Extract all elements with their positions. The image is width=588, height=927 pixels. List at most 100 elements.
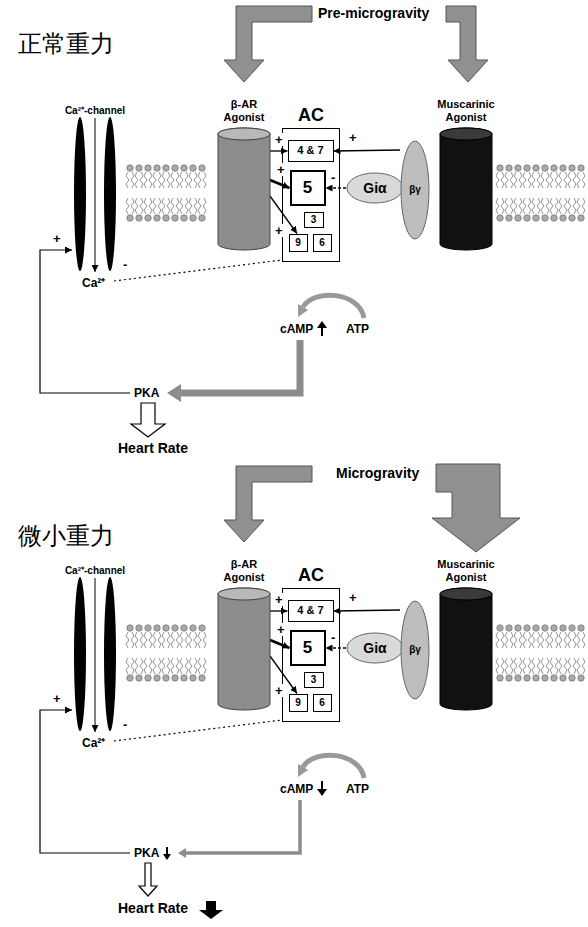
- isoform-box: 6: [313, 234, 332, 252]
- lipid-tail: [167, 658, 170, 674]
- lipid-tail: [135, 658, 138, 674]
- lipid-tail: [131, 198, 134, 214]
- lipid-tail: [198, 198, 201, 214]
- lipid-tail: [185, 172, 188, 188]
- outcome-label: Heart Rate: [118, 440, 188, 457]
- lipid-head: [497, 675, 503, 681]
- lipid-tail: [176, 658, 179, 674]
- lipid-tail: [550, 632, 553, 648]
- lipid-tail: [519, 658, 522, 674]
- stimulus-arrow: [224, 6, 312, 82]
- sign-label: +: [348, 591, 358, 604]
- lipid-tail: [189, 632, 192, 648]
- lipid-tail: [559, 172, 562, 188]
- lipid-head: [515, 215, 521, 221]
- channel-subunit: [104, 577, 116, 731]
- lipid-tail: [505, 658, 508, 674]
- receptor-body: [440, 588, 492, 710]
- lipid-head: [181, 675, 187, 681]
- lipid-tail: [198, 172, 201, 188]
- lipid-head: [524, 215, 530, 221]
- lipid-head: [515, 675, 521, 681]
- lipid-head: [497, 625, 503, 631]
- lipid-tail: [140, 198, 143, 214]
- node-label: β-AR Agonist: [218, 98, 270, 124]
- lipid-tail: [532, 658, 535, 674]
- channel-subunit: [104, 117, 116, 271]
- lipid-tail: [194, 658, 197, 674]
- lipid-head: [190, 675, 196, 681]
- lipid-tail: [194, 198, 197, 214]
- node-label: 5: [303, 639, 312, 656]
- stimulus-arrow: [224, 466, 312, 542]
- effect-arrow: [131, 403, 165, 437]
- lipid-tail: [514, 198, 517, 214]
- lipid-tail: [568, 658, 571, 674]
- lipid-head: [551, 165, 557, 171]
- node-label: 6: [319, 698, 325, 708]
- lipid-head: [506, 215, 512, 221]
- lipid-tail: [167, 198, 170, 214]
- sign-label: +: [274, 224, 284, 237]
- lipid-tail: [194, 172, 197, 188]
- lipid-head: [551, 625, 557, 631]
- lipid-tail: [126, 172, 129, 188]
- node-label: 6: [319, 238, 325, 248]
- lipid-tail: [559, 658, 562, 674]
- ellipse-outline: [401, 141, 429, 239]
- lipid-head: [145, 625, 151, 631]
- lipid-head: [154, 625, 160, 631]
- ion-channel: Ca²⁺-channel: [58, 560, 132, 732]
- lipid-head: [199, 625, 205, 631]
- lipid-tail: [546, 632, 549, 648]
- receptor-cylinder: β-AR Agonist: [218, 98, 270, 250]
- lipid-tail: [568, 172, 571, 188]
- lipid-tail: [167, 632, 170, 648]
- lipid-tail: [158, 632, 161, 648]
- lipid-tail: [135, 198, 138, 214]
- lipid-head: [136, 215, 142, 221]
- lipid-tail: [140, 632, 143, 648]
- lipid-tail: [519, 198, 522, 214]
- lipid-tail: [198, 632, 201, 648]
- lipid-head: [145, 675, 151, 681]
- signal-arrow: [270, 150, 288, 151]
- lipid-tail: [144, 632, 147, 648]
- lipid-tail: [582, 172, 585, 188]
- effect-arrow: [139, 863, 157, 896]
- lipid-head: [497, 165, 503, 171]
- ellipse-outline: [347, 173, 403, 203]
- lipid-head: [172, 165, 178, 171]
- lipid-head: [172, 625, 178, 631]
- lipid-head: [199, 165, 205, 171]
- lipid-tail: [501, 632, 504, 648]
- lipid-tail: [131, 172, 134, 188]
- lipid-tail: [528, 172, 531, 188]
- node-label: 3: [311, 675, 317, 685]
- receptor-top: [218, 128, 270, 140]
- change-arrow: [321, 781, 323, 790]
- lipid-head: [533, 625, 539, 631]
- stimulus-arrow: [432, 464, 520, 552]
- lipid-head: [506, 625, 512, 631]
- lipid-tail: [564, 658, 567, 674]
- sign-label: -: [122, 718, 128, 731]
- lipid-tail: [505, 198, 508, 214]
- lipid-tail: [537, 172, 540, 188]
- lipid-tail: [140, 172, 143, 188]
- kinase-label: PKA: [134, 386, 159, 400]
- node-label: 9: [295, 238, 301, 248]
- lipid-tail: [577, 172, 580, 188]
- lipid-tail: [532, 172, 535, 188]
- receptor-top: [218, 588, 270, 600]
- ellipse-outline: [347, 633, 403, 663]
- lipid-head: [172, 675, 178, 681]
- lipid-tail: [162, 172, 165, 188]
- lipid-head: [163, 625, 169, 631]
- enzyme-box: AC4 & 75396: [282, 128, 340, 262]
- lipid-tail: [203, 632, 206, 648]
- node-label: AC: [283, 104, 339, 126]
- isoform-box: 6: [313, 694, 332, 712]
- receptor-cylinder: Muscarinic Agonist: [430, 558, 502, 710]
- lipid-tail: [496, 172, 499, 188]
